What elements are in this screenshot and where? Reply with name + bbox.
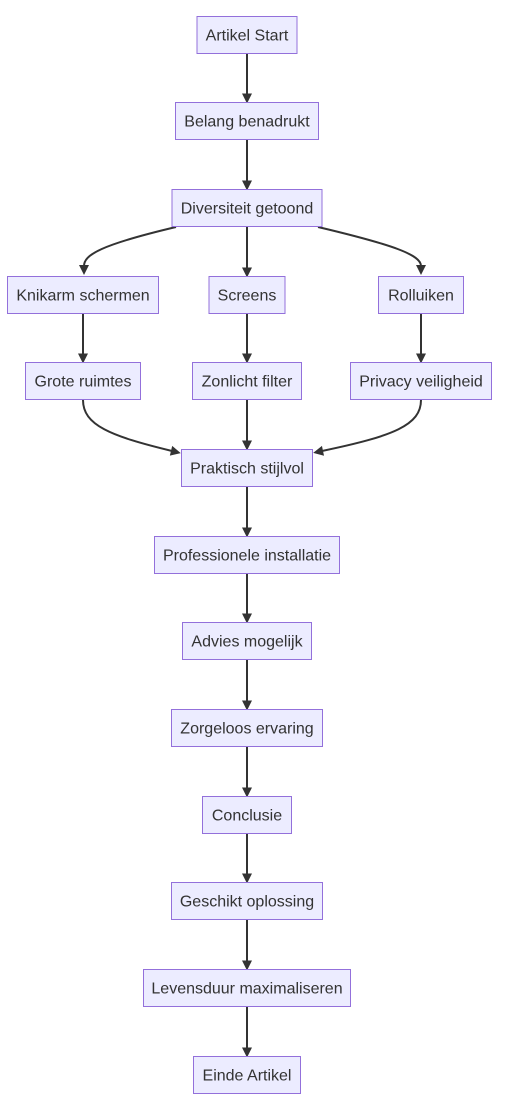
node-box <box>192 362 302 400</box>
node-diversiteit: Diversiteit getoond <box>171 189 323 227</box>
edge-grote-to-praktisch <box>82 399 181 456</box>
edge-conclusie-to-geschikt <box>242 833 252 884</box>
edge-screens-to-zonlicht <box>242 313 252 364</box>
edge-start-to-belang <box>242 53 252 104</box>
node-box <box>208 276 286 314</box>
node-label: Screens <box>218 288 277 305</box>
node-privacy: Privacy veiligheid <box>350 362 492 400</box>
arrowhead-icon <box>416 265 426 275</box>
arrowhead-icon <box>242 1047 252 1058</box>
node-label: Belang benadrukt <box>184 114 310 131</box>
arrowhead-icon <box>79 265 89 275</box>
node-box <box>175 102 319 140</box>
node-label: Levensduur maximaliseren <box>151 981 342 998</box>
edge-levensduur-to-einde <box>242 1006 252 1058</box>
node-label: Rolluiken <box>388 288 454 305</box>
node-rolluiken: Rolluiken <box>378 276 464 314</box>
node-screens: Screens <box>208 276 286 314</box>
edge-line <box>83 226 177 267</box>
edge-geschikt-to-levensduur <box>242 919 252 971</box>
edge-zonlicht-to-praktisch <box>242 399 252 451</box>
node-zonlicht: Zonlicht filter <box>192 362 302 400</box>
node-box <box>154 536 340 574</box>
node-box <box>350 362 492 400</box>
arrowhead-icon <box>416 353 426 364</box>
node-belang: Belang benadrukt <box>175 102 319 140</box>
node-levensduur: Levensduur maximaliseren <box>143 969 351 1007</box>
node-box <box>7 276 159 314</box>
node-box <box>378 276 464 314</box>
node-box <box>143 969 351 1007</box>
edge-diversiteit-to-rolluiken <box>317 226 426 275</box>
node-label: Artikel Start <box>206 28 289 45</box>
edge-praktisch-to-installatie <box>242 486 252 538</box>
arrowhead-icon <box>169 445 181 456</box>
node-installatie: Professionele installatie <box>154 536 340 574</box>
node-label: Einde Artikel <box>203 1068 292 1085</box>
node-praktisch: Praktisch stijlvol <box>181 449 313 487</box>
node-label: Conclusie <box>212 808 282 825</box>
node-zorgeloos: Zorgeloos ervaring <box>171 709 323 747</box>
node-box <box>182 622 312 660</box>
arrowhead-icon <box>242 787 252 798</box>
edge-diversiteit-to-knikarm <box>79 226 177 275</box>
edge-diversiteit-to-screens <box>242 226 252 278</box>
arrowhead-icon <box>242 873 252 884</box>
edge-zorgeloos-to-conclusie <box>242 746 252 798</box>
arrowhead-icon <box>242 180 252 191</box>
edge-knikarm-to-grote <box>78 313 88 364</box>
node-advies: Advies mogelijk <box>182 622 312 660</box>
node-label: Zorgeloos ervaring <box>180 721 313 738</box>
node-start: Artikel Start <box>196 16 298 54</box>
node-knikarm: Knikarm schermen <box>7 276 159 314</box>
arrowhead-icon <box>313 445 324 456</box>
node-box <box>25 362 141 400</box>
arrowhead-icon <box>78 353 88 364</box>
node-box <box>171 189 323 227</box>
arrowhead-icon <box>242 613 252 624</box>
edge-privacy-to-praktisch <box>313 399 422 456</box>
node-label: Diversiteit getoond <box>181 201 314 218</box>
edge-installatie-to-advies <box>242 573 252 624</box>
arrowhead-icon <box>242 700 252 711</box>
edge-line <box>321 399 422 452</box>
arrowhead-icon <box>242 93 252 104</box>
edge-belang-to-diversiteit <box>242 139 252 191</box>
node-grote: Grote ruimtes <box>25 362 141 400</box>
node-label: Advies mogelijk <box>191 634 303 651</box>
edge-rolluiken-to-privacy <box>416 313 426 364</box>
edge-line <box>82 399 173 452</box>
arrowhead-icon <box>242 527 252 538</box>
edges <box>78 53 426 1058</box>
arrowhead-icon <box>242 440 252 451</box>
arrowhead-icon <box>242 960 252 971</box>
node-label: Knikarm schermen <box>16 288 149 305</box>
arrowhead-icon <box>242 353 252 364</box>
node-label: Professionele installatie <box>163 548 331 565</box>
node-box <box>171 709 323 747</box>
node-box <box>202 796 292 834</box>
node-label: Praktisch stijlvol <box>190 461 304 478</box>
node-einde: Einde Artikel <box>193 1056 301 1094</box>
node-box <box>181 449 313 487</box>
node-label: Zonlicht filter <box>202 374 293 391</box>
node-box <box>193 1056 301 1094</box>
arrowhead-icon <box>242 267 252 278</box>
node-label: Privacy veiligheid <box>359 374 483 391</box>
edge-line <box>317 226 422 267</box>
node-box <box>196 16 298 54</box>
node-label: Geschikt oplossing <box>180 894 314 911</box>
edge-advies-to-zorgeloos <box>242 659 252 711</box>
node-box <box>171 882 323 920</box>
node-geschikt: Geschikt oplossing <box>171 882 323 920</box>
node-conclusie: Conclusie <box>202 796 292 834</box>
node-label: Grote ruimtes <box>35 374 132 391</box>
